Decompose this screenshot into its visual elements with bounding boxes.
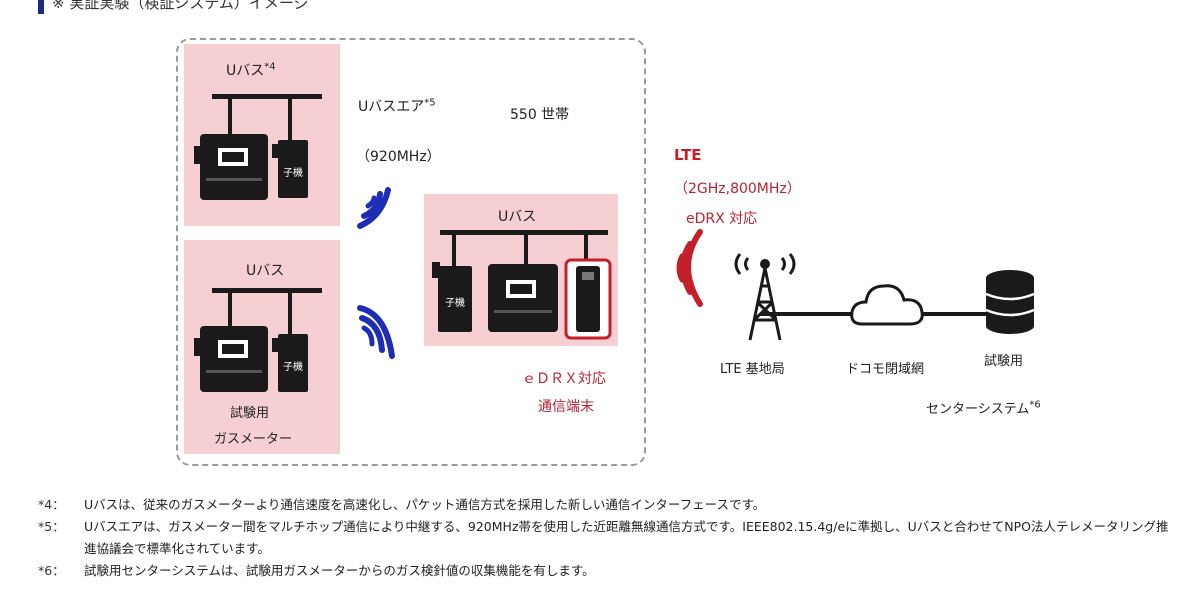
upass-left-label: Uバス [246,263,285,279]
base-station-label: LTE 基地局 [720,362,785,377]
page-title: ※ 実証実験（検証システム）イメージ [52,0,309,12]
cloud-icon [850,284,924,326]
bus-line [440,230,608,235]
upass-left-devices: 子機 [194,288,322,392]
center-test-label: 試験用 [984,354,1024,369]
bus-drop [288,292,292,336]
cell-tower-icon [734,253,796,341]
docomo-net-label: ドコモ閉域網 [846,362,925,377]
edrx-terminal-label: ｅＤＲＸ対応 [522,371,606,387]
bus-line [212,94,322,99]
upass-top-devices: 子機 [194,94,322,200]
upass-center-devices: 子機 [432,230,612,340]
gas-meter-icon [194,134,268,200]
footnote-5: *5： Uバスエアは、ガスメーター間をマルチホップ通信により中継する、920MH… [38,519,1169,556]
bus-drop [228,98,232,138]
footnote-4: *4： Uバスは、従来のガスメーターより通信速度を高速化し、パケット通信方式を採… [38,497,766,512]
upass-air-label: Uバスエア*5 [358,97,436,115]
edrx-terminal-icon [564,258,612,340]
bus-drop [452,234,456,268]
upass-center-label: Uバス [498,209,537,225]
test-label: 試験用 [230,406,270,421]
svg-text:子機: 子機 [283,360,303,373]
wifi-wave-icon [357,305,395,359]
svg-text:子機: 子機 [283,166,303,179]
center-system-label: センターシステム*6 [926,399,1041,417]
households-label: 550 世帯 [510,107,570,123]
lte-freq: （2GHz,800MHz） [674,181,801,197]
lte-edrx: eDRX 対応 [686,211,758,227]
footnotes: *4： Uバスは、従来のガスメーターより通信速度を高速化し、パケット通信方式を採… [38,494,1178,582]
bus-drop [524,234,528,264]
wifi-wave-icon [357,187,391,229]
comm-terminal-label: 通信端末 [538,399,594,415]
wireless-unit-icon: 子機 [432,262,472,332]
footnote-6: *6： 試験用センターシステムは、試験用ガスメーターからのガス検針値の収集機能を… [38,563,595,578]
households-group [176,38,646,466]
gas-meter-label: ガスメーター [214,432,293,447]
upass-air-freq: （920MHz） [356,149,441,165]
title-bar [38,0,44,14]
wireless-unit-icon: 子機 [272,334,308,392]
lte-label: LTE [674,146,702,164]
bus-drop [288,98,292,142]
wireless-unit-icon: 子機 [272,140,308,198]
lte-wave-icon [676,229,703,307]
svg-text:子機: 子機 [445,296,465,309]
database-icon [985,270,1035,334]
upass-top-label: Uバス*4 [226,61,276,79]
bus-line [212,288,322,293]
bus-drop [584,234,588,262]
gas-meter-icon [488,264,558,332]
bus-drop [228,292,232,332]
gas-meter-icon [194,326,268,392]
